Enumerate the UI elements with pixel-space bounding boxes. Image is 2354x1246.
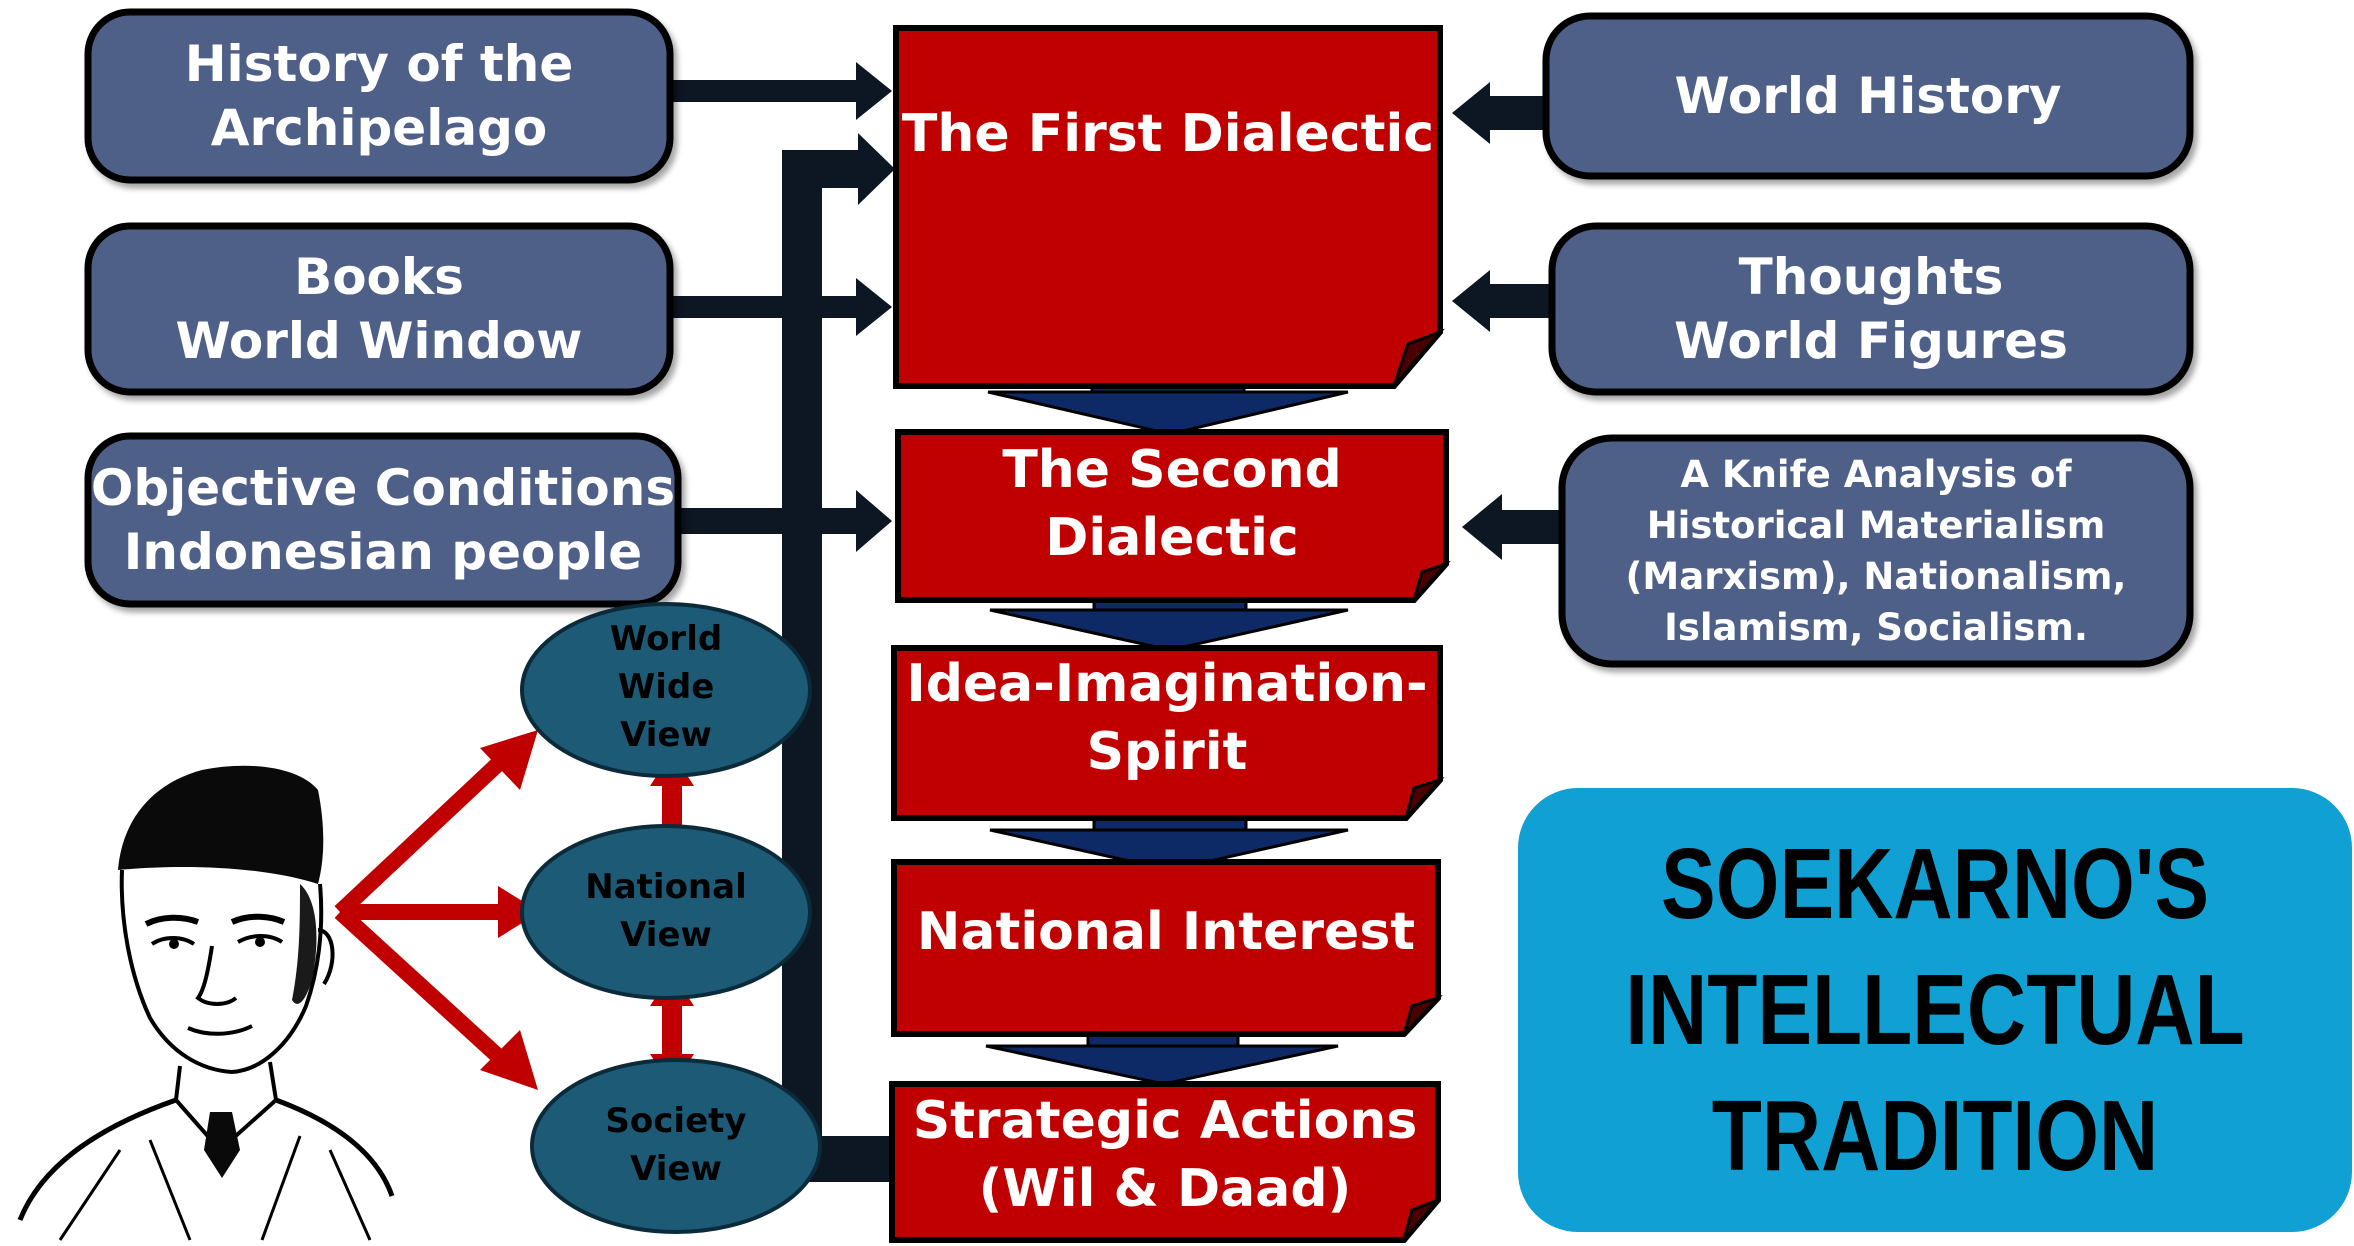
arrow-portrait-to-world-view [334,730,538,918]
stage-box-idea [891,645,1445,821]
view-oval-society [530,1058,822,1234]
stage-box-first [893,25,1445,389]
right-input-arrows [1452,82,1580,560]
input-box-thoughts [1548,222,2194,396]
stage-box-strategic [889,1081,1441,1243]
input-box-conditions [84,432,682,608]
stage-box-national [891,859,1443,1037]
stage-box-second [895,429,1451,603]
view-oval-world [520,602,812,778]
input-box-books [84,222,674,396]
view-oval-national [520,824,812,1000]
arrow-conditions-to-second [650,490,892,552]
input-box-knife-analysis [1558,434,2194,668]
input-box-history [84,8,674,184]
title-panel [1518,788,2352,1232]
portrait-sketch-icon [17,765,395,1241]
left-input-arrows [648,62,892,552]
input-box-world-history [1542,12,2194,180]
arrow-history-to-first [648,62,892,120]
arrow-portrait-to-society-view [334,906,538,1090]
arrow-portrait-to-national-view [340,886,540,938]
arrow-books-to-first [648,278,892,336]
